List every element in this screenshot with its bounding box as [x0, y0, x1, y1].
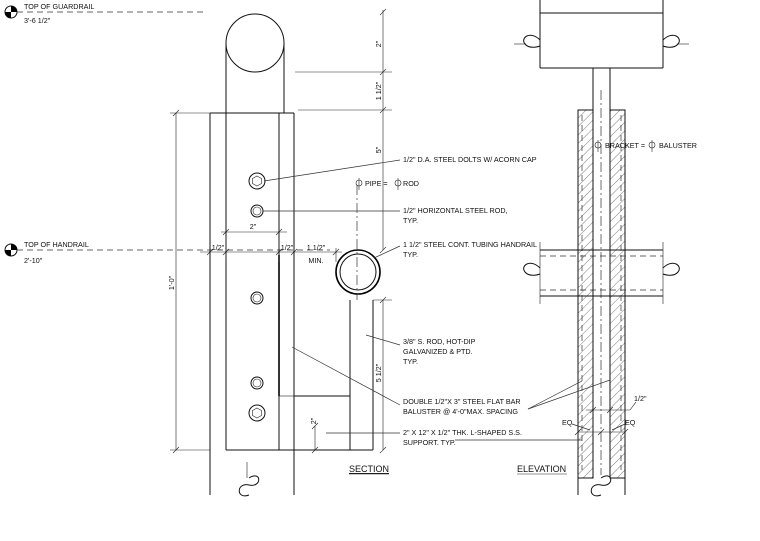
- bracket-centerline-symbol: [594, 140, 656, 152]
- section-l-support: [278, 255, 374, 450]
- elevation-break-lines: [577, 475, 626, 497]
- note-pipe-rod-b: ROD: [403, 179, 419, 188]
- dim-2in-top: 2": [374, 40, 383, 47]
- dim-half-left: 1/2": [212, 243, 225, 252]
- note-srod-line1: 3/8" S. ROD, HOT-DIP: [403, 337, 476, 346]
- note-rod-line1: 1/2" HORIZONTAL STEEL ROD,: [403, 206, 508, 215]
- note-support-line2: SUPPORT. TYP.: [403, 438, 456, 447]
- note-bracket-b: BALUSTER: [659, 141, 697, 150]
- guardrail-level-marker: [4, 5, 205, 19]
- section-top-rail: [225, 13, 285, 113]
- section-bolts-and-rods: [248, 172, 266, 422]
- dim-eq-left: EQ: [562, 418, 573, 427]
- note-srod-line2: GALVANIZED & PTD.: [403, 347, 473, 356]
- dim-1-1-2-top: 1 1/2": [374, 81, 383, 100]
- dim-2in-width: 2": [250, 222, 257, 231]
- section-right-dimensions: [295, 8, 392, 454]
- dim-5-1-2: 5 1/2": [374, 363, 383, 382]
- note-flatbar-line1: DOUBLE 1/2"X 3" STEEL FLAT BAR: [403, 397, 521, 406]
- dim-min-label: MIN.: [308, 256, 323, 265]
- elevation-top-rail: [514, 0, 689, 69]
- dim-elev-half: 1/2": [634, 394, 647, 403]
- handrail-level-marker: [4, 243, 330, 257]
- elevation-dimension-marks: [571, 401, 637, 436]
- note-pipe-rod-a: PIPE =: [365, 179, 388, 188]
- note-flatbar-line2: BALUSTER @ 4'-0"MAX. SPACING: [403, 407, 518, 416]
- note-tube-line1: 1 1/2" STEEL CONT. TUBING HANDRAIL: [403, 240, 537, 249]
- guardrail-level-value: 3'-6 1/2": [24, 16, 51, 25]
- dim-2in-low: 2": [309, 417, 318, 424]
- handrail-level-value: 2'-10": [24, 256, 43, 265]
- elevation-rod-dash-lines: [581, 115, 622, 470]
- elevation-baluster-hatch: [577, 109, 626, 479]
- note-tube-line2: TYP.: [403, 250, 418, 259]
- dim-min-1-1-2: 1 1/2": [307, 243, 326, 252]
- elevation-title: ELEVATION: [517, 464, 566, 474]
- guardrail-level-label: TOP OF GUARDRAIL: [24, 2, 94, 11]
- handrail-level-label: TOP OF HANDRAIL: [24, 240, 89, 249]
- dim-1ft: 1'-0": [167, 275, 176, 290]
- section-break-lines: [209, 462, 295, 497]
- elevation-vertical-rod: [592, 68, 611, 478]
- section-handrail-tube: [335, 249, 381, 295]
- elevation-leaders: [455, 379, 611, 441]
- dim-eq-right: EQ: [625, 418, 636, 427]
- note-support-line1: 2" X 12" X 1/2" THK. L-SHAPED S.S.: [403, 428, 522, 437]
- section-left-dimension: [170, 109, 210, 454]
- note-rod-line2: TYP.: [403, 216, 418, 225]
- pipe-centerline-symbol: [355, 178, 402, 190]
- note-srod-line3: TYP.: [403, 357, 418, 366]
- dim-5in: 5": [374, 146, 383, 153]
- dim-half-right: 1/2": [281, 243, 294, 252]
- section-title: SECTION: [349, 464, 389, 474]
- section-horizontal-dimensions: [200, 228, 342, 454]
- note-bracket-a: BRACKET =: [605, 141, 645, 150]
- elevation-handrail: [523, 242, 680, 304]
- section-leaders: [263, 159, 401, 434]
- note-bolts: 1/2" D.A. STEEL DOLTS W/ ACORN CAP: [403, 155, 537, 164]
